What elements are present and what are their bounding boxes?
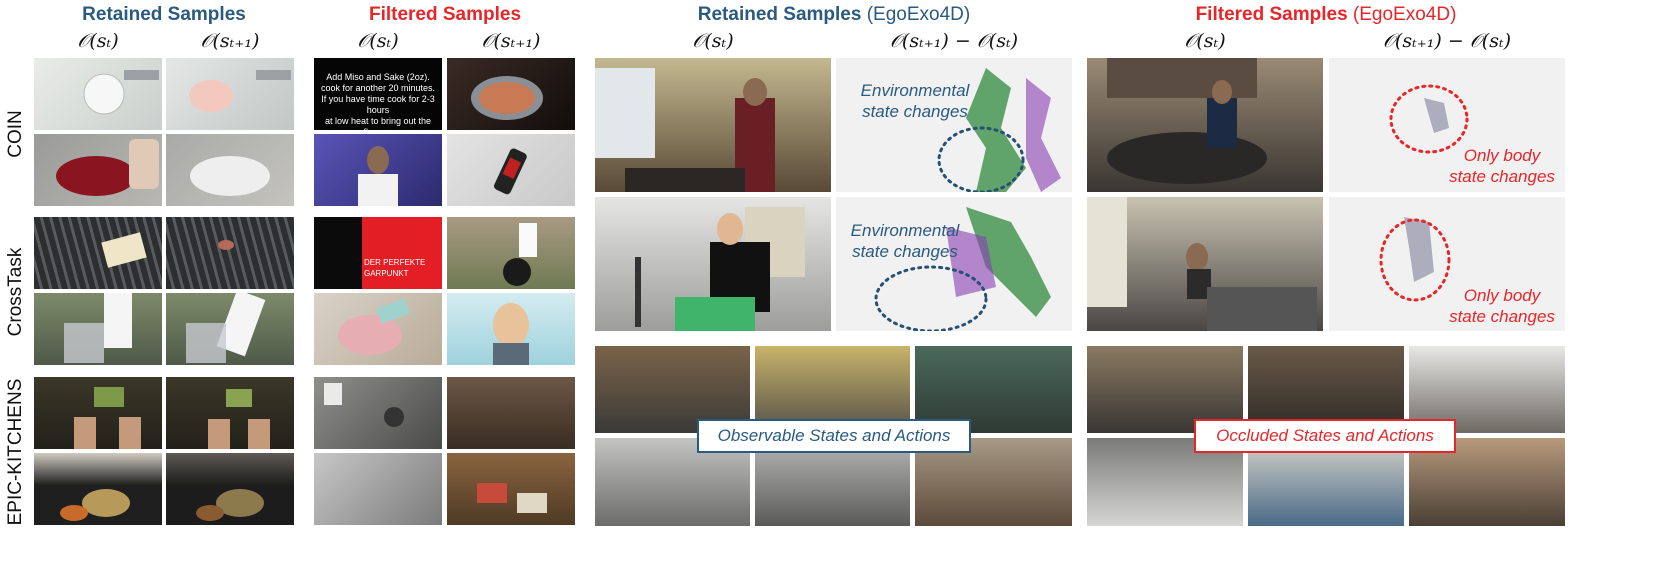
egoexo-filtered-thumb-1 bbox=[1087, 346, 1243, 433]
egoexo-filtered-diff-2 bbox=[1329, 197, 1565, 331]
coin-retained-frame-t-2 bbox=[34, 134, 162, 206]
coin-filtered-frame-razor bbox=[447, 134, 575, 206]
egoexo-retained-frame-1 bbox=[595, 58, 831, 192]
col-label-o-st1: 𝒪(sₜ₊₁) bbox=[200, 30, 260, 52]
egoexo-retained-frame-2 bbox=[595, 197, 831, 331]
retained-samples-header: Retained Samples bbox=[82, 4, 246, 25]
egoexo-retained-thumb-3 bbox=[915, 346, 1072, 433]
filtered-egoexo-header: Filtered Samples (EgoExo4D) bbox=[1195, 4, 1457, 25]
crosstask-filtered-frame-title: DER PERFEKTE GARPUNKT bbox=[314, 217, 442, 289]
epic-retained-frame-t-1 bbox=[34, 377, 162, 449]
epic-retained-frame-t-2 bbox=[34, 453, 162, 525]
col-label-o-st: 𝒪(sₜ) bbox=[692, 30, 734, 52]
col-label-o-st: 𝒪(sₜ) bbox=[1184, 30, 1226, 52]
coin-retained-frame-t-1 bbox=[34, 58, 162, 130]
col-label-o-st: 𝒪(sₜ) bbox=[77, 30, 119, 52]
egoexo-retained-diff-2 bbox=[836, 197, 1072, 333]
coin-filtered-frame-pan bbox=[447, 58, 575, 130]
crosstask-filtered-frame-bowl bbox=[314, 293, 442, 365]
egoexo-retained-thumb-1 bbox=[595, 346, 750, 433]
epic-retained-frame-t1-1 bbox=[166, 377, 294, 449]
col-label-o-diff: 𝒪(sₜ₊₁) − 𝒪(sₜ) bbox=[889, 30, 1019, 52]
row-label-crosstask: CrossTask bbox=[5, 247, 26, 337]
egoexo-retained-thumb-2 bbox=[755, 346, 910, 433]
col-label-o-st: 𝒪(sₜ) bbox=[357, 30, 399, 52]
env-change-note-2: Environmental state changes bbox=[850, 221, 960, 261]
egoexo-retained-diff-1 bbox=[836, 58, 1072, 194]
coin-filtered-frame-text: Add Miso and Sake (2oz). cook for anothe… bbox=[314, 58, 442, 130]
epic-filtered-frame-1 bbox=[314, 377, 442, 449]
egoexo-filtered-frame-2 bbox=[1087, 197, 1323, 331]
col-label-o-diff: 𝒪(sₜ₊₁) − 𝒪(sₜ) bbox=[1382, 30, 1512, 52]
epic-filtered-frame-3 bbox=[314, 453, 442, 525]
egoexo-filtered-diff-1 bbox=[1329, 58, 1565, 192]
crosstask-retained-frame-t1-2 bbox=[166, 293, 294, 365]
occluded-states-banner: Occluded States and Actions bbox=[1194, 419, 1456, 453]
coin-filtered-frame-person bbox=[314, 134, 442, 206]
row-label-epic-kitchens: EPIC-KITCHENS bbox=[5, 378, 26, 526]
egoexo-filtered-frame-1 bbox=[1087, 58, 1323, 192]
row-label-coin: COIN bbox=[5, 110, 26, 158]
egoexo-filtered-thumb-2 bbox=[1248, 346, 1404, 433]
body-change-note-2: Only body state changes bbox=[1449, 286, 1555, 326]
env-change-note-1: Environmental state changes bbox=[860, 81, 970, 121]
epic-filtered-frame-4 bbox=[447, 453, 575, 525]
retained-egoexo-header: Retained Samples (EgoExo4D) bbox=[697, 4, 971, 25]
epic-filtered-frame-2 bbox=[447, 377, 575, 449]
crosstask-filtered-frame-face bbox=[447, 293, 575, 365]
crosstask-retained-frame-t-2 bbox=[34, 293, 162, 365]
coin-retained-frame-t1-1 bbox=[166, 58, 294, 130]
egoexo-filtered-thumb-3 bbox=[1409, 346, 1565, 433]
coin-retained-frame-t1-2 bbox=[166, 134, 294, 206]
body-change-note-1: Only body state changes bbox=[1449, 146, 1555, 186]
filtered-samples-header: Filtered Samples bbox=[368, 4, 522, 25]
crosstask-filtered-frame-grill bbox=[447, 217, 575, 289]
crosstask-retained-frame-t-1 bbox=[34, 217, 162, 289]
col-label-o-st1: 𝒪(sₜ₊₁) bbox=[481, 30, 541, 52]
epic-retained-frame-t1-2 bbox=[166, 453, 294, 525]
observable-states-banner: Observable States and Actions bbox=[697, 419, 971, 453]
crosstask-retained-frame-t1-1 bbox=[166, 217, 294, 289]
